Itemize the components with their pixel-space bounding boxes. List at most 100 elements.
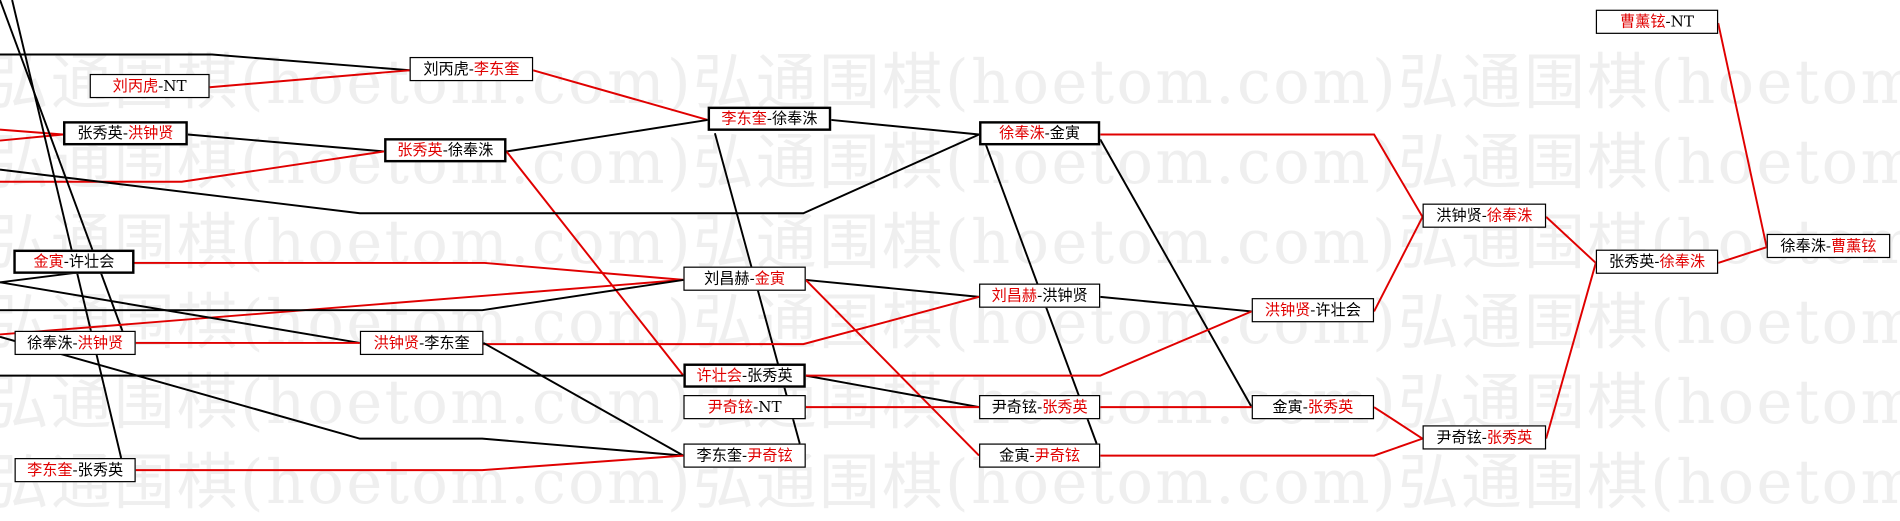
- loser-path-line: [11, 0, 123, 459]
- player-a: 徐奉洙: [27, 333, 73, 352]
- player-b: 洪钟贤: [1042, 285, 1088, 305]
- separator: -: [1037, 285, 1043, 305]
- player-a: 李东奎: [721, 109, 767, 128]
- separator: -: [742, 365, 748, 385]
- match-box: 张秀英-徐奉洙: [384, 138, 507, 163]
- player-b: 张秀英: [77, 460, 124, 479]
- match-box: 金寅-尹奇铉: [979, 443, 1101, 468]
- match-box: 徐奉洙-曹薰铉: [1766, 233, 1891, 259]
- winner-path-line: [805, 279, 980, 457]
- player-b: NT: [758, 397, 782, 416]
- winner-path-line: [1717, 22, 1768, 248]
- winner-path-line: [209, 69, 410, 89]
- separator: -: [442, 140, 448, 159]
- match-box: 张秀英-徐奉洙: [1595, 249, 1719, 274]
- separator: -: [419, 333, 425, 352]
- separator: -: [1665, 12, 1671, 31]
- separator: -: [72, 333, 78, 352]
- separator: -: [72, 460, 78, 479]
- player-a: 李东奎: [696, 445, 743, 465]
- loser-path-line: [1100, 295, 1252, 313]
- winner-path-line: [1100, 437, 1423, 457]
- player-a: 刘丙虎: [112, 76, 159, 95]
- match-box: 刘昌赫-金寅: [683, 266, 806, 291]
- winner-path-line: [1100, 133, 1424, 218]
- match-box: 尹奇铉-NT: [683, 395, 806, 420]
- loser-path-line: [0, 0, 132, 355]
- player-b: 徐奉洙: [1659, 252, 1706, 271]
- player-a: 洪钟贤: [1264, 300, 1311, 319]
- player-a: 李东奎: [27, 460, 73, 479]
- player-b: 曹薰铉: [1831, 236, 1877, 255]
- player-b: 李东奎: [473, 59, 520, 78]
- watermark: 弘通围棋(hoetom.com)弘通围棋(hoetom.com)弘通围棋(hoe…: [0, 47, 1900, 118]
- player-a: 许壮会: [696, 365, 743, 385]
- separator: -: [468, 59, 474, 78]
- match-box: 金寅-许壮会: [13, 249, 135, 274]
- match-box: 洪钟贤-徐奉洙: [1422, 203, 1547, 228]
- player-a: 刘丙虎: [423, 59, 469, 78]
- match-box: 尹奇铉-张秀英: [979, 395, 1101, 420]
- separator: -: [1302, 397, 1308, 416]
- separator: -: [122, 123, 128, 142]
- winner-path-line: [0, 133, 64, 142]
- player-b: 许壮会: [68, 252, 115, 271]
- match-box: 洪钟贤-许壮会: [1251, 298, 1375, 323]
- separator: -: [1029, 445, 1035, 465]
- match-box: 李东奎-徐奉洙: [707, 106, 832, 131]
- match-box: 徐奉洙-洪钟贤: [14, 330, 136, 356]
- match-box: 许壮会-张秀英: [683, 363, 806, 388]
- player-a: 洪钟贤: [373, 333, 420, 352]
- separator: -: [749, 268, 755, 288]
- player-a: 徐奉洙: [999, 123, 1045, 142]
- separator: -: [1310, 300, 1316, 319]
- match-box: 金寅-张秀英: [1251, 395, 1375, 420]
- loser-path-line: [805, 278, 980, 298]
- player-b: 金寅: [1049, 123, 1081, 142]
- player-b: 尹奇铉: [747, 445, 793, 465]
- player-b: 李东奎: [424, 333, 470, 352]
- loser-path-line: [0, 278, 684, 312]
- winner-path-line: [1545, 262, 1597, 439]
- loser-path-line: [805, 374, 980, 409]
- match-box: 李东奎-尹奇铉: [683, 443, 806, 468]
- player-a: 金寅: [1272, 397, 1303, 416]
- winner-path-line: [0, 128, 64, 136]
- loser-path-line: [831, 118, 980, 136]
- player-b: NT: [163, 76, 187, 95]
- player-b: 张秀英: [1307, 397, 1354, 416]
- winner-path-line: [1373, 216, 1424, 312]
- player-b: 尹奇铉: [1034, 445, 1081, 465]
- separator: -: [1037, 397, 1043, 416]
- separator: -: [1044, 123, 1050, 142]
- player-b: 徐奉洙: [771, 109, 818, 128]
- winner-path-line: [1717, 246, 1767, 264]
- match-box: 刘丙虎-NT: [89, 73, 210, 99]
- match-box: 徐奉洙-金寅: [979, 121, 1101, 146]
- watermark: 弘通围棋(hoetom.com)弘通围棋(hoetom.com)弘通围棋(hoe…: [0, 287, 1900, 358]
- match-box: 尹奇铉-张秀英: [1422, 425, 1547, 450]
- winner-path-line: [0, 150, 385, 183]
- winner-path-line: [805, 310, 1253, 377]
- loser-path-line: [0, 133, 980, 215]
- winner-path-line: [1373, 406, 1424, 440]
- winner-path-line: [135, 454, 684, 472]
- loser-path-line: [0, 281, 361, 344]
- separator: -: [63, 252, 69, 271]
- player-b: 洪钟贤: [77, 333, 124, 352]
- separator: -: [1481, 205, 1487, 225]
- separator: -: [742, 445, 748, 465]
- player-b: 张秀英: [1042, 397, 1088, 416]
- match-box: 曹薰铉-NT: [1595, 9, 1719, 34]
- player-a: 徐奉洙: [1780, 236, 1826, 255]
- winner-path-line: [505, 150, 685, 377]
- separator: -: [766, 109, 772, 128]
- separator: -: [1654, 252, 1660, 271]
- loser-path-line: [506, 119, 708, 153]
- player-a: 尹奇铉: [991, 397, 1038, 416]
- player-b: 金寅: [754, 268, 786, 288]
- player-b: 徐奉洙: [447, 140, 494, 159]
- player-b: 张秀英: [1486, 427, 1533, 446]
- player-a: 曹薰铉: [1620, 12, 1666, 31]
